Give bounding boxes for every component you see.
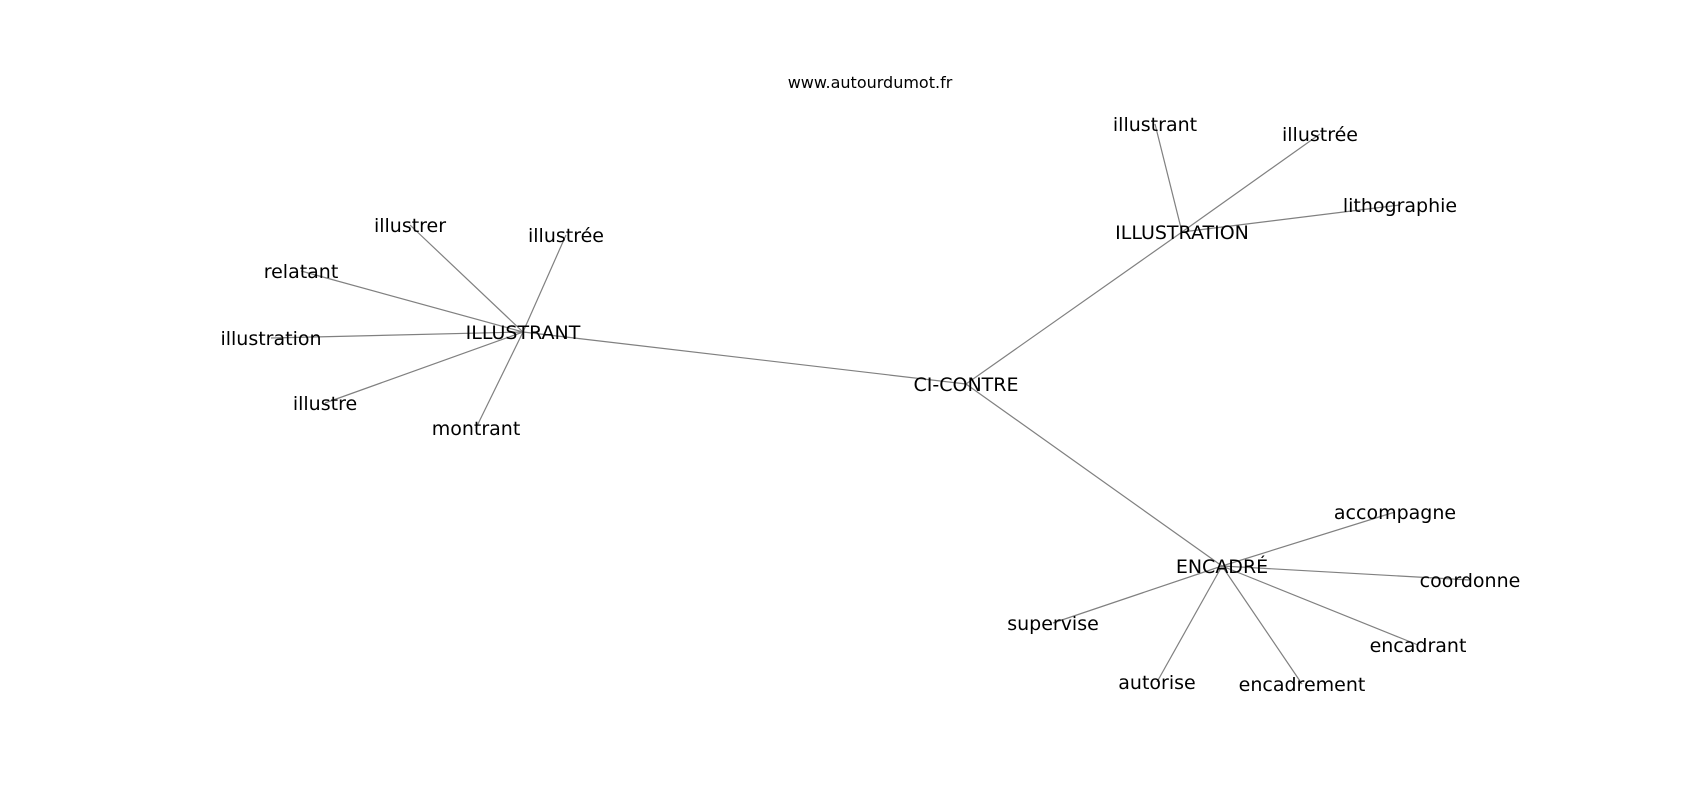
- word-node-label[interactable]: autorise: [1118, 672, 1195, 694]
- edge-illustrant_hub-4: [324, 331, 524, 404]
- edge-illustration_hub-1: [1181, 133, 1321, 233]
- edge-encadre_hub-1: [1221, 565, 1471, 581]
- edge-illustrant_hub-5: [475, 331, 524, 429]
- site-label: www.autourdumot.fr: [788, 73, 953, 92]
- word-node-label[interactable]: accompagne: [1334, 502, 1456, 524]
- edge-illustrant_hub-2: [300, 270, 524, 333]
- word-node-label[interactable]: supervise: [1007, 613, 1099, 635]
- edge-illustrant_hub-1: [522, 234, 567, 333]
- word-node-label[interactable]: illustrant: [1113, 114, 1197, 136]
- labels-layer: www.autourdumot.fr CI-CONTRE ILLUSTRANT il…: [220, 73, 1520, 696]
- edge-center-illustration_hub: [965, 231, 1183, 385]
- edge-encadre_hub-0: [1221, 511, 1396, 567]
- edge-encadre_hub-5: [1221, 565, 1303, 685]
- edge-encadre_hub-2: [1052, 565, 1223, 624]
- word-node-label[interactable]: illustre: [293, 393, 357, 415]
- word-node-label[interactable]: encadrant: [1370, 635, 1467, 657]
- word-node-label[interactable]: lithographie: [1343, 195, 1457, 217]
- center-node-label[interactable]: CI-CONTRE: [914, 374, 1019, 396]
- edge-illustration_hub-0: [1154, 123, 1183, 233]
- edge-illustrant_hub-3: [270, 331, 524, 339]
- word-node-label[interactable]: encadrement: [1239, 674, 1366, 696]
- edge-center-encadre_hub: [965, 383, 1223, 567]
- edges-layer: [270, 123, 1471, 685]
- word-node-label[interactable]: illustrée: [528, 225, 604, 247]
- edge-illustration_hub-2: [1181, 204, 1401, 233]
- word-node-label[interactable]: illustrée: [1282, 124, 1358, 146]
- word-node-label[interactable]: montrant: [432, 418, 521, 440]
- hub-node-label[interactable]: ILLUSTRATION: [1115, 222, 1249, 244]
- edge-encadre_hub-3: [1221, 565, 1419, 646]
- edge-center-illustrant_hub: [522, 331, 967, 385]
- word-node-label[interactable]: coordonne: [1420, 570, 1521, 592]
- word-node-label[interactable]: illustration: [220, 328, 321, 350]
- hub-node-label[interactable]: ENCADRÉ: [1176, 555, 1268, 578]
- edge-encadre_hub-4: [1156, 565, 1223, 683]
- word-node-label[interactable]: illustrer: [374, 215, 446, 237]
- word-node-label[interactable]: relatant: [264, 261, 339, 283]
- edge-illustrant_hub-0: [409, 224, 524, 333]
- hub-node-label[interactable]: ILLUSTRANT: [466, 322, 581, 344]
